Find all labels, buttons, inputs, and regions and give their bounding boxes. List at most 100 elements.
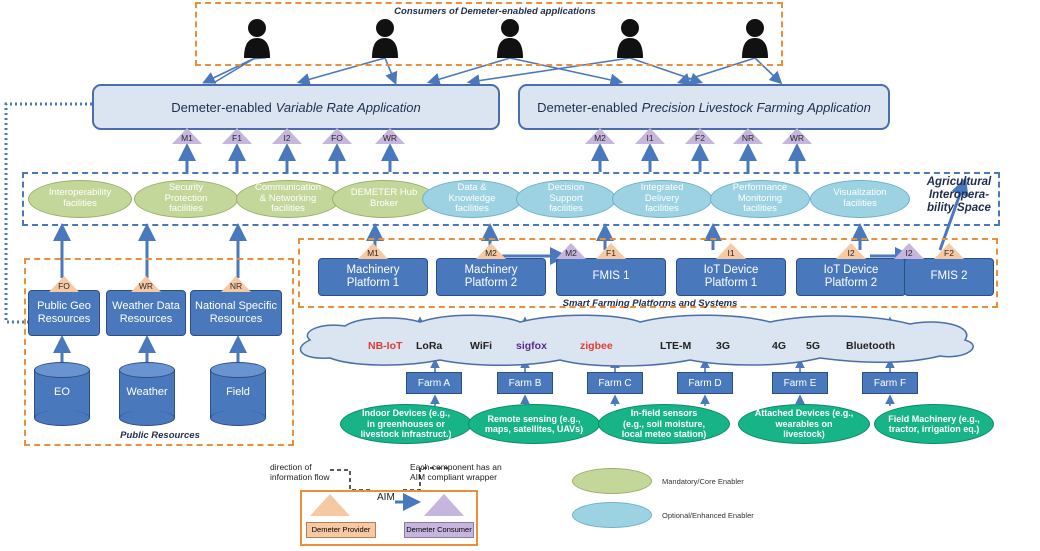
platform-box: FMIS 2	[904, 258, 994, 296]
public-resources-frame	[24, 258, 294, 446]
legend-frame	[300, 490, 478, 546]
network-tech-logo: WiFi	[470, 340, 493, 352]
plf-triangle-label: WR	[789, 133, 805, 143]
device-category-label: tractor, irrigation eq.)	[888, 424, 980, 434]
platform-provider-triangle-label: F2	[944, 248, 954, 258]
vra-triangle	[272, 128, 302, 144]
person-icon	[370, 18, 400, 58]
vra-app-box: Demeter-enabled Variable Rate Applicatio…	[92, 84, 500, 130]
vra-triangle	[222, 128, 252, 144]
device-category: Field Machinery (e.g.,tractor, irrigatio…	[874, 404, 994, 444]
platform-provider-triangle-label: M1	[367, 248, 379, 258]
farm-box: Farm B	[497, 372, 553, 394]
network-tech-logo: 3G	[716, 340, 731, 352]
vra-triangle-label: FO	[331, 133, 343, 143]
device-category-label: Field Machinery (e.g.,	[888, 413, 980, 424]
public-provider-triangle	[131, 276, 161, 292]
device-category-label: maps, satellites, UAVs)	[484, 424, 584, 434]
platform-consumer-triangle	[894, 243, 924, 259]
public-provider-triangle-label: FO	[58, 281, 70, 291]
optional-facility-label: facilities	[549, 203, 583, 215]
plf-triangle	[585, 128, 615, 144]
legend-direction: direction of information flow	[270, 462, 330, 483]
up-arrows-public	[53, 223, 247, 362]
public-provider-triangle-label: WR	[138, 281, 154, 291]
platforms-title: Smart Farming Platforms and Systems	[562, 298, 738, 309]
device-category-label: livestock)	[783, 429, 825, 440]
legend-consumer-label: Demeter Consumer	[404, 522, 474, 538]
network-cloud	[299, 314, 974, 367]
platform-name: FMIS 1	[592, 270, 630, 283]
platform-provider-triangle	[596, 243, 626, 259]
person-icon	[615, 18, 645, 58]
database-label: Field	[226, 386, 250, 398]
network-tech-logo: 4G	[772, 340, 787, 352]
legend-direction-line1: direction of	[270, 462, 312, 472]
network-tech-logo: LoRa	[416, 340, 443, 352]
device-category-label: Attached Devices (e.g.,	[754, 408, 854, 419]
platform-name-line2: Platform 2	[824, 277, 878, 289]
optional-facility-label: Integrated	[640, 181, 684, 193]
platform-provider-triangle-label: M2	[485, 248, 497, 258]
farm-box: Farm A	[406, 372, 462, 394]
platform-consumer-triangle-label: M2	[565, 248, 577, 258]
database-icon: Weather	[119, 362, 175, 426]
optional-facility-label: Support	[549, 192, 583, 204]
optional-facility-label: Decision	[547, 181, 585, 193]
optional-facility-label: Monitoring	[737, 192, 783, 204]
device-category-label: Indoor Devices (e.g.,	[361, 408, 451, 419]
plf-triangle	[733, 128, 763, 144]
device-category-label: Remote sensing (e.g.,	[487, 413, 581, 424]
legend-wrapper-line2: AIM compliant wrapper	[410, 471, 497, 482]
plf-triangle	[635, 128, 665, 144]
plf-triangle-label: M2	[594, 133, 606, 143]
plf-app-box: Demeter-enabled Precision Livestock Farm…	[518, 84, 890, 130]
core-facility-label: facilities	[169, 203, 203, 215]
vra-triangle-label: I2	[283, 133, 291, 143]
interop-label-line1: Agricultural	[926, 176, 992, 188]
platform-provider-triangle-label: I1	[727, 248, 735, 258]
platform-provider-triangle	[836, 243, 866, 259]
person-icon	[740, 18, 770, 58]
platform-box: FMIS 1	[556, 258, 666, 296]
plf-app-name: Precision Livestock Farming Application	[641, 99, 871, 115]
optional-facility-label: facilities	[455, 203, 489, 215]
core-facility-label: Communication	[255, 181, 321, 193]
person-icon	[495, 18, 525, 58]
legend-provider-triangle	[310, 494, 350, 516]
plf-triangle	[685, 128, 715, 144]
plf-triangle-label: F2	[695, 133, 705, 143]
optional-facility-label: Knowledge	[448, 192, 496, 204]
core-facility-label: facilities	[271, 203, 305, 215]
vra-triangle-label: F1	[232, 133, 242, 143]
device-category-label: local meteo station)	[621, 429, 707, 440]
platform-provider-triangle-label: F1	[606, 248, 616, 258]
optional-facility-label: facilities	[645, 203, 679, 215]
core-facility-label: Interoperability	[48, 187, 112, 199]
platform-provider-triangle	[716, 243, 746, 259]
core-facility-label: & Networking	[259, 192, 317, 204]
legend-aim: AIM	[377, 492, 395, 503]
vra-app-name: Variable Rate Application	[275, 99, 421, 115]
core-facility-label: facilities	[63, 198, 97, 209]
device-category: Remote sensing (e.g.,maps, satellites, U…	[468, 404, 600, 444]
public-resource-name-line2: Resources	[209, 313, 263, 325]
optional-facility-label: facilities	[843, 198, 877, 209]
